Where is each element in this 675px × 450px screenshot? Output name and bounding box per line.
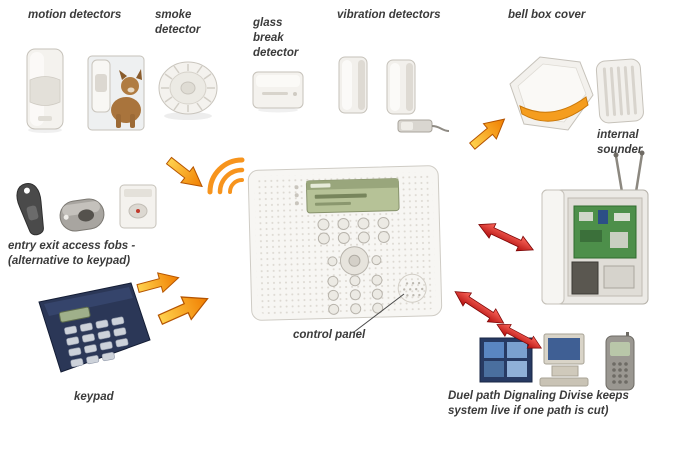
control-panel-leader-line <box>348 290 408 340</box>
label-smoke-detector: smoke detector <box>155 9 201 36</box>
key-fob-icon <box>12 180 52 247</box>
arrow-keypad-to-panel-icon <box>146 280 225 342</box>
receiver-unit-icon <box>536 150 654 315</box>
label-internal-sounder: internal sounder <box>597 129 643 156</box>
arrow-receiver-comms-icon <box>489 315 547 361</box>
vibration-detector-icon <box>336 55 370 122</box>
control-panel-icon <box>246 164 444 329</box>
arrow-to-bell-box-icon <box>463 108 518 162</box>
internal-sounder-icon <box>592 56 648 133</box>
vibration-detector-icon <box>384 58 418 123</box>
keyboard-icon <box>539 377 589 387</box>
glass-break-detector-icon <box>250 66 306 119</box>
arrow-motion-to-panel-icon <box>157 150 211 202</box>
label-keypad: keypad <box>74 391 114 403</box>
label-bell-box-cover: bell box cover <box>508 9 586 21</box>
label-motion-detectors: motion detectors <box>28 9 122 21</box>
pet-friendly-detector-icon <box>86 52 146 139</box>
label-glass-break-detector: glass break detector <box>253 17 299 59</box>
radio-waves-icon <box>200 146 248 201</box>
bell-box-icon <box>500 50 598 145</box>
pir-motion-detector-icon <box>20 46 70 139</box>
fob-reader-icon <box>116 182 160 237</box>
keypad-icon <box>36 280 154 380</box>
label-control-panel: control panel <box>293 329 366 341</box>
speaker-grille <box>403 281 424 297</box>
label-vibration-detectors: vibration detectors <box>337 9 441 21</box>
key-fob-icon <box>56 192 108 243</box>
label-dual-path-note: Duel path Dignaling Divise keeps system … <box>448 390 629 417</box>
arrow-panel-receiver-icon <box>471 214 539 265</box>
arrow-fobs-to-panel-icon <box>133 265 185 307</box>
smoke-detector-icon <box>156 60 220 127</box>
shock-sensor-icon <box>396 114 451 145</box>
arrow-panel-comms-icon <box>445 282 510 337</box>
communication-devices-icon <box>478 332 643 397</box>
label-entry-exit-fobs: entry exit access fobs - (alternative to… <box>8 240 136 267</box>
